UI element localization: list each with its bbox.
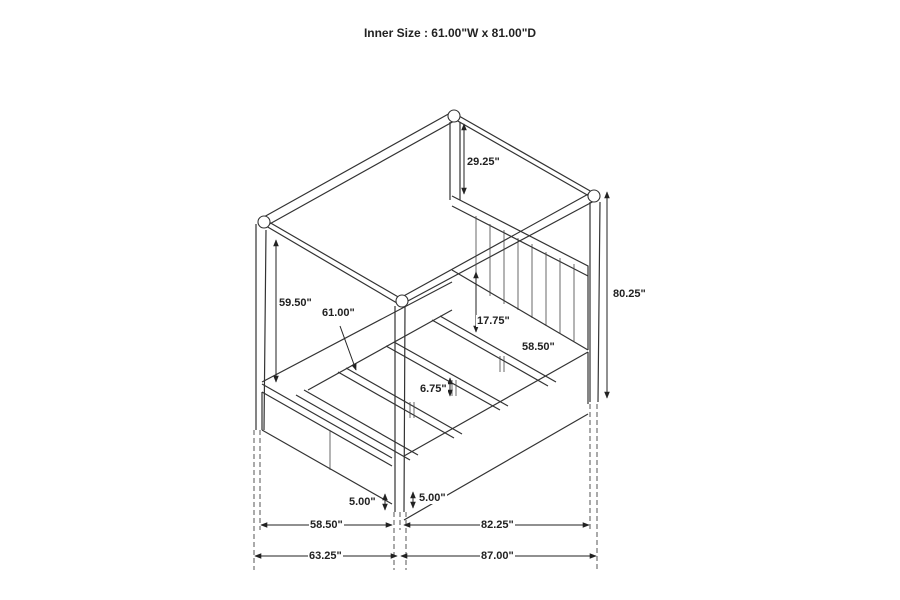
diagram-title: Inner Size : 61.00"W x 81.00"D xyxy=(363,26,537,40)
overall-length-label: 87.00" xyxy=(480,550,515,562)
foot-clearance-right-label: 5.00" xyxy=(418,492,447,504)
rail-height-label: 6.75" xyxy=(419,383,448,395)
overall-height-label: 80.25" xyxy=(612,288,647,300)
headboard-height-label: 17.75" xyxy=(476,315,511,327)
bed-frame xyxy=(261,281,589,521)
headboard xyxy=(451,195,589,351)
bed-posts xyxy=(255,122,601,513)
foot-clearance-left-label: 5.00" xyxy=(348,496,377,508)
inner-width-label: 61.00" xyxy=(321,307,356,319)
canopy-frame xyxy=(257,109,601,308)
post-height-label: 59.50" xyxy=(278,297,313,309)
overall-width-label: 63.25" xyxy=(308,550,343,562)
extension-lines xyxy=(253,404,598,570)
canopy-drop-label: 29.25" xyxy=(466,156,501,168)
headboard-width-label: 58.50" xyxy=(521,341,556,353)
footboard-width-label: 58.50" xyxy=(309,519,344,531)
side-length-label: 82.25" xyxy=(480,519,515,531)
